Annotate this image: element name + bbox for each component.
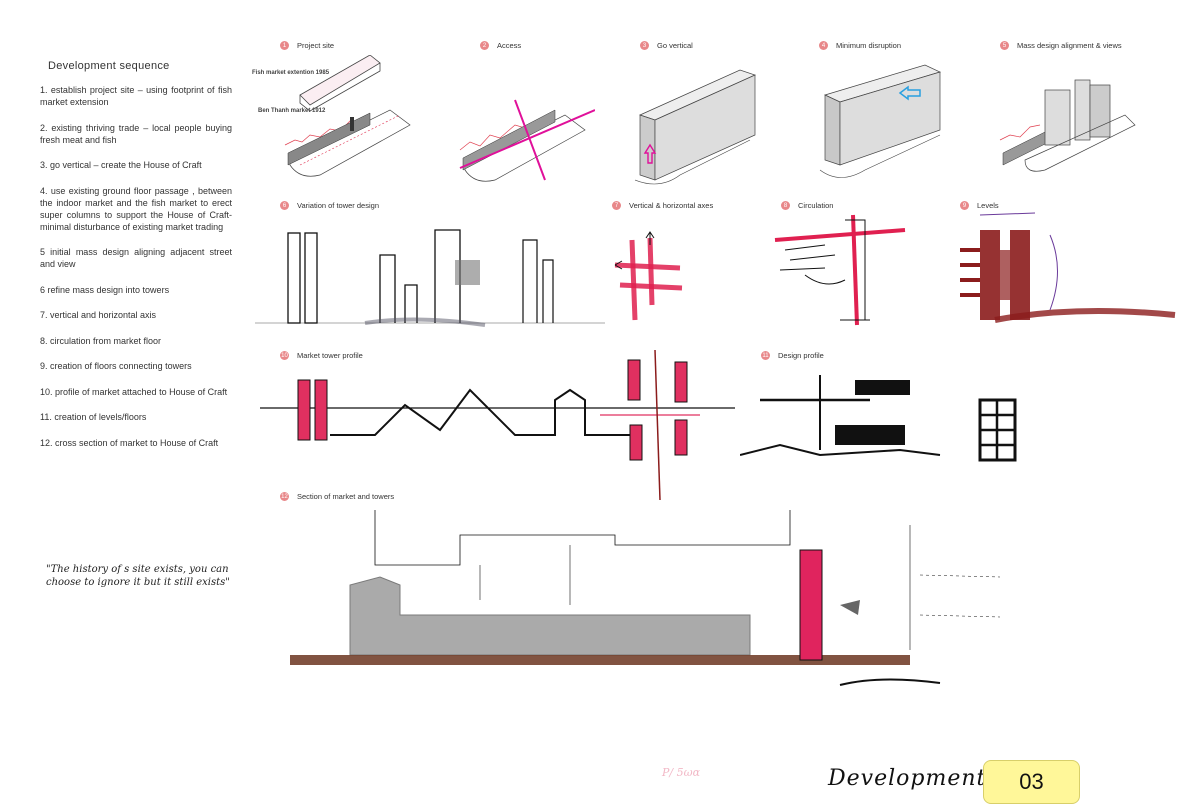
sequence-item: 3. go vertical – create the House of Cra…: [40, 160, 202, 170]
panel-title: Circulation: [798, 201, 834, 210]
sequence-item: 12. cross section of market to House of …: [40, 437, 219, 448]
fish-market-note: Fish market extention 1985: [252, 70, 330, 76]
panel-label-1: 1 Project site: [280, 41, 334, 50]
panel-label-10: 10 Market tower profile: [280, 351, 363, 360]
panel-title: Market tower profile: [297, 351, 363, 360]
step-number: 5: [1000, 41, 1009, 50]
faint-signature: P/ 5ωα: [662, 766, 701, 779]
footer-title: Development: [828, 766, 987, 791]
panel-label-3: 3 Go vertical: [640, 41, 693, 50]
panel-title: Design profile: [778, 351, 824, 360]
sequence-item: 2. existing thriving trade – local peopl…: [40, 122, 232, 145]
circulation-sketch: [774, 214, 906, 326]
mass-design-sketch: [999, 79, 1136, 172]
axes-sketch: [614, 231, 683, 321]
panel-label-12: 12 Section of market and towers: [280, 492, 394, 501]
quote: "The history of s site exists, you can c…: [46, 564, 230, 588]
step-number: 8: [781, 201, 790, 210]
go-vertical-sketch: [634, 69, 756, 185]
minimum-disruption-sketch: [819, 64, 941, 178]
step-number: 6: [280, 201, 289, 210]
sequence-heading: Development sequence: [48, 60, 170, 72]
panel-title: Section of market and towers: [297, 492, 395, 501]
step-number: 11: [761, 351, 770, 360]
sequence-item: 5 initial mass design aligning adjacent …: [40, 247, 232, 269]
market-tower-profile-sketch: [260, 350, 735, 500]
project-site-sketch: [284, 55, 411, 177]
panel-title: Project site: [297, 41, 335, 50]
step-number: 2: [480, 41, 489, 50]
step-number: 10: [280, 351, 289, 360]
ben-thanh-note: Ben Thanh market 1912: [258, 108, 326, 114]
step-number: 12: [280, 492, 289, 501]
tower-variation-sketch: [255, 229, 605, 327]
access-sketch: [459, 99, 595, 182]
panel-title: Vertical & horizontal axes: [629, 201, 714, 210]
panel-title: Minimum disruption: [836, 41, 902, 50]
step-number: 9: [960, 201, 969, 210]
panel-label-6: 6 Variation of tower design: [280, 201, 379, 210]
section-sketch: [290, 510, 1000, 686]
panel-title: Go vertical: [657, 41, 693, 50]
sequence-item: 6 refine mass design into towers: [40, 284, 170, 295]
sequence-item: 9. creation of floors connecting towers: [40, 361, 192, 371]
panel-title: Mass design alignment & views: [1017, 41, 1122, 50]
panel-title: Access: [497, 41, 522, 50]
panel-title: Levels: [977, 201, 999, 210]
panel-label-5: 5 Mass design alignment & views: [1000, 41, 1122, 50]
panel-label-8: 8 Circulation: [781, 201, 833, 210]
step-number: 4: [819, 41, 828, 50]
panel-title: Variation of tower design: [297, 201, 379, 210]
sequence-item: 10. profile of market attached to House …: [40, 386, 228, 397]
development-sequence: Development sequence 1. establish projec…: [40, 60, 232, 462]
step-number: 3: [640, 41, 649, 50]
panel-label-7: 7 Vertical & horizontal axes: [612, 201, 713, 210]
panel-label-2: 2 Access: [480, 41, 521, 50]
levels-sketch: [960, 212, 1176, 323]
sequence-item: 11. creation of levels/floors: [40, 412, 147, 422]
step-number: 7: [612, 201, 621, 210]
step-number: 1: [280, 41, 289, 50]
page-number-badge: 03: [983, 760, 1080, 804]
panel-label-9: 9 Levels: [960, 201, 999, 210]
sequence-item: 1. establish project site – using footpr…: [40, 85, 232, 107]
sequence-item: 4. use existing ground floor passage , b…: [40, 185, 232, 232]
panel-label-4: 4 Minimum disruption: [819, 41, 901, 50]
sequence-item: 7. vertical and horizontal axis: [40, 310, 157, 320]
panel-label-11: 11 Design profile: [761, 351, 824, 360]
sequence-item: 8. circulation from market floor: [40, 335, 162, 346]
design-profile-sketch: [740, 375, 1017, 462]
